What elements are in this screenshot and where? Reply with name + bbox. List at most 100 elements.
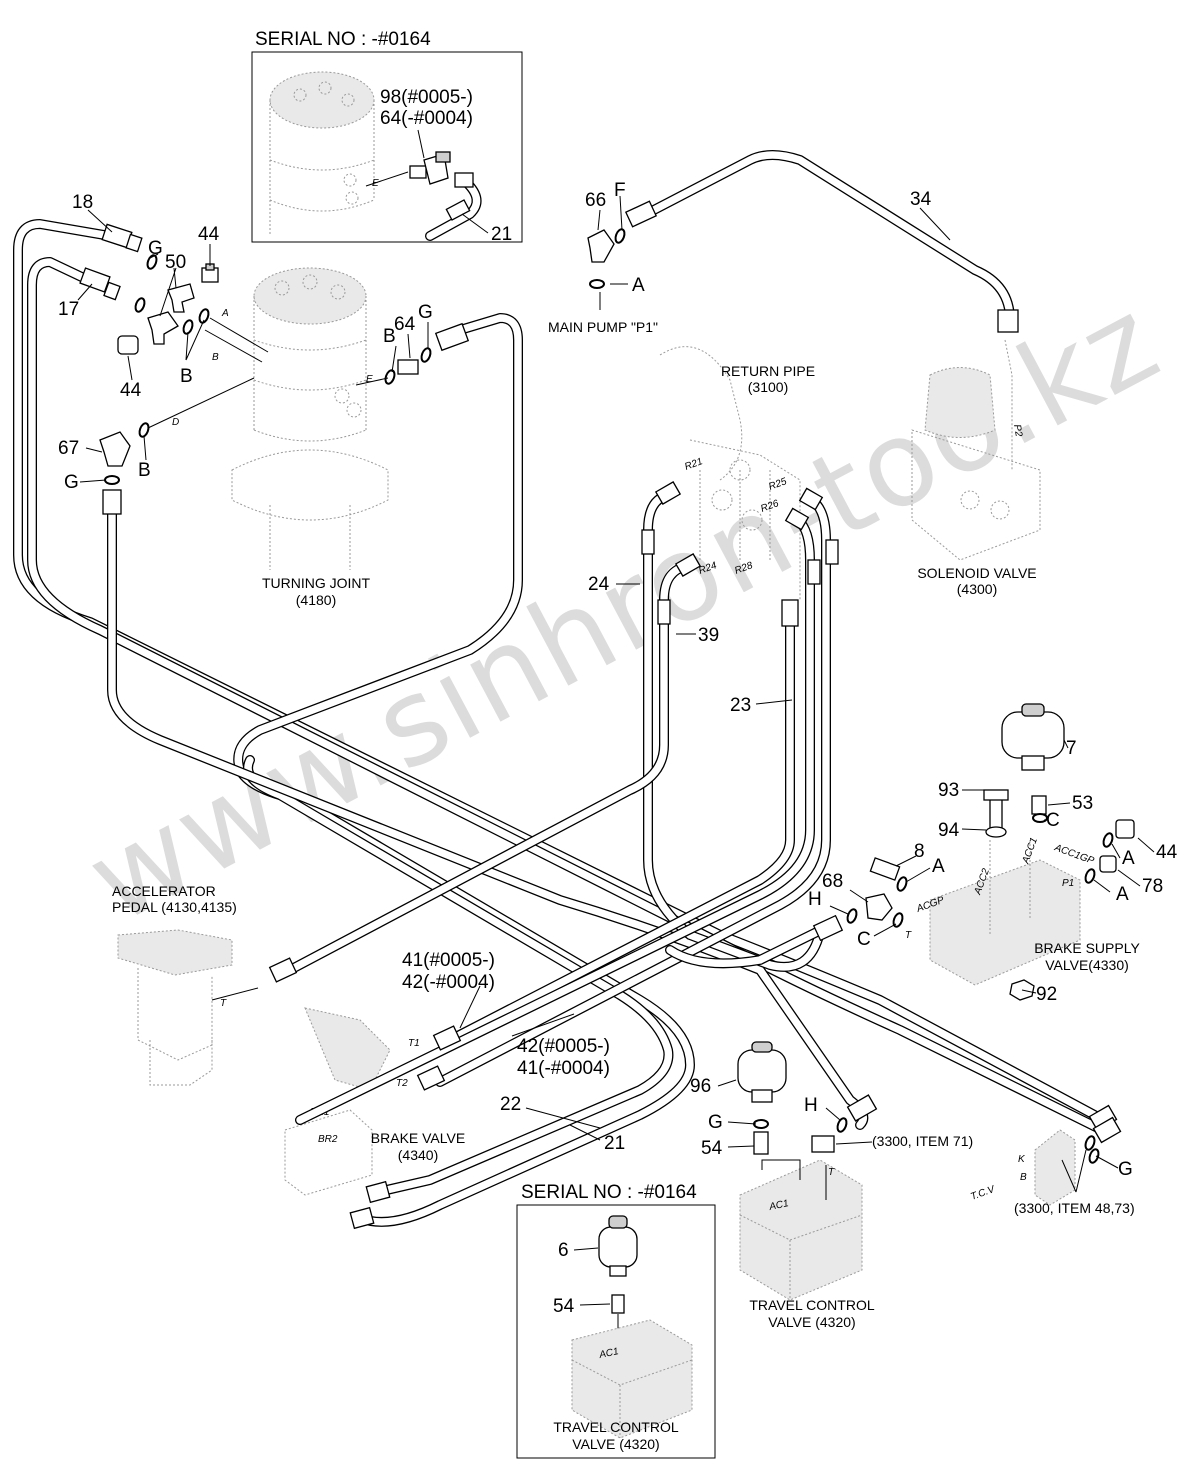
callout-67: 67 bbox=[58, 438, 79, 459]
inset-top-turning-joint-ghost bbox=[269, 71, 375, 235]
callout-42a: 42(-#0004) bbox=[402, 972, 495, 993]
port-p2: P2 bbox=[1011, 424, 1024, 438]
callout-39: 39 bbox=[698, 625, 719, 646]
callout-18: 18 bbox=[72, 192, 93, 213]
main-pump-label: MAIN PUMP "P1" bbox=[548, 319, 658, 335]
port-e-tj: E bbox=[366, 374, 373, 385]
port-3300-item71 bbox=[811, 1135, 835, 1153]
brake-valve-label-1: BRAKE VALVE bbox=[371, 1130, 465, 1146]
callout-34: 34 bbox=[910, 189, 932, 210]
callout-g2: G bbox=[418, 302, 433, 323]
port-b-tcv: B bbox=[1020, 1172, 1027, 1183]
callout-96: 96 bbox=[690, 1076, 711, 1097]
fitting-78 bbox=[1099, 855, 1117, 873]
callout-44-right: 44 bbox=[1156, 842, 1178, 863]
callout-g3: G bbox=[64, 472, 79, 493]
inset-top-hose-nut bbox=[454, 172, 474, 188]
port-t-bsv: T bbox=[905, 930, 912, 941]
callout-f: F bbox=[614, 180, 626, 201]
port-d-tj: D bbox=[172, 417, 179, 428]
port-r21: R21 bbox=[683, 456, 704, 473]
fitting-8 bbox=[869, 857, 901, 881]
inset-top-header: SERIAL NO : -#0164 bbox=[255, 29, 431, 50]
fitting-64 bbox=[397, 359, 419, 375]
callouts: 18 17 G 50 44 44 B B 64 G 67 G B 66 F 34… bbox=[58, 180, 1178, 1216]
callout-64: 64 bbox=[394, 314, 416, 335]
tcv-label-1: TRAVEL CONTROL bbox=[749, 1297, 874, 1313]
port-p1: P1 bbox=[1062, 878, 1074, 889]
elbow-68 bbox=[865, 893, 893, 921]
port-t2: T2 bbox=[396, 1078, 408, 1089]
inset-bottom-header: SERIAL NO : -#0164 bbox=[521, 1182, 697, 1203]
port-tcv: T.C.V bbox=[969, 1184, 997, 1203]
port-br2: BR2 bbox=[318, 1134, 338, 1145]
brake-valve-ghost bbox=[284, 1007, 391, 1196]
solenoid-valve-ghost bbox=[911, 339, 1041, 561]
callout-h2: H bbox=[804, 1095, 818, 1116]
callout-a1: A bbox=[632, 275, 645, 296]
fittings bbox=[79, 200, 1135, 1230]
tee-50a bbox=[167, 283, 195, 313]
callout-b1: B bbox=[180, 366, 193, 387]
brake-supply-valve-label-2: VALVE(4330) bbox=[1045, 957, 1129, 973]
solenoid-valve-label-2: (4300) bbox=[957, 581, 997, 597]
callout-24: 24 bbox=[588, 574, 610, 595]
callout-b3: B bbox=[138, 460, 151, 481]
port-t1: T1 bbox=[408, 1038, 420, 1049]
brake-supply-valve-ghost bbox=[929, 840, 1081, 986]
port-t-tcv: T bbox=[828, 1167, 835, 1178]
callout-50: 50 bbox=[165, 252, 186, 273]
brake-supply-valve-label-1: BRAKE SUPPLY bbox=[1034, 940, 1140, 956]
return-pipe-label-1: RETURN PIPE bbox=[721, 363, 815, 379]
inset-top-callout-64: 64(-#0004) bbox=[380, 108, 473, 129]
return-pipe-label-2: (3100) bbox=[748, 379, 788, 395]
accelerator-pedal-ghost bbox=[117, 929, 233, 1086]
inset-bottom-fitting-54 bbox=[611, 1294, 625, 1314]
inset-bottom-port-ac1: AC1 bbox=[597, 1346, 619, 1361]
callout-g1: G bbox=[148, 238, 163, 259]
callout-94: 94 bbox=[938, 820, 960, 841]
ref-3300-item71: (3300, ITEM 71) bbox=[872, 1133, 973, 1149]
callout-54: 54 bbox=[701, 1138, 723, 1159]
callout-22: 22 bbox=[500, 1094, 521, 1115]
port-a-tj: A bbox=[221, 308, 229, 319]
solenoid-valve-label-1: SOLENOID VALVE bbox=[917, 565, 1036, 581]
travel-control-valve-ghost: AC1 bbox=[739, 1159, 863, 1301]
turning-joint-label-1: TURNING JOINT bbox=[262, 575, 371, 591]
elbow-66 bbox=[587, 229, 615, 263]
callout-17: 17 bbox=[58, 299, 79, 320]
callout-23: 23 bbox=[730, 695, 751, 716]
fitting-54 bbox=[753, 1131, 769, 1155]
callout-41b: 41(-#0004) bbox=[517, 1058, 610, 1079]
inset-bottom-accumulator bbox=[598, 1215, 638, 1277]
accelerator-pedal-label-1: ACCELERATOR bbox=[112, 883, 216, 899]
callout-66: 66 bbox=[585, 190, 606, 211]
inset-bottom-tcv-label-2: VALVE (4320) bbox=[572, 1436, 659, 1452]
callout-a3: A bbox=[932, 856, 945, 877]
inset-top-port-e: E bbox=[372, 178, 379, 189]
inset-bottom-tcv-ghost: AC1 bbox=[571, 1319, 693, 1439]
callout-44-top: 44 bbox=[198, 224, 220, 245]
callout-c2: C bbox=[857, 929, 871, 950]
callout-53: 53 bbox=[1072, 793, 1093, 814]
o-rings bbox=[104, 228, 1114, 1164]
tee-50b bbox=[147, 311, 179, 345]
callout-78: 78 bbox=[1142, 876, 1163, 897]
turning-joint-label-2: (4180) bbox=[296, 592, 336, 608]
tcv-right-ghost bbox=[1034, 1129, 1076, 1206]
fitting-44-right bbox=[1115, 819, 1135, 839]
watermark: www.sinhron-too.kz bbox=[66, 270, 1180, 950]
callout-41a: 41(#0005-) bbox=[402, 950, 495, 971]
fitting-34-end bbox=[997, 309, 1019, 333]
callout-93: 93 bbox=[938, 780, 959, 801]
inset-top: SERIAL NO : -#0164 E 98(#0005-) 64(-#000… bbox=[251, 29, 523, 245]
inset-top-callout-98: 98(#0005-) bbox=[380, 87, 473, 108]
leader-lines bbox=[77, 195, 1155, 1193]
turning-joint-ghost bbox=[231, 267, 389, 570]
callout-b2: B bbox=[383, 326, 396, 347]
fitting-53 bbox=[1031, 795, 1047, 815]
inset-top-elbow-fitting bbox=[409, 151, 451, 185]
inset-top-frame bbox=[251, 51, 523, 243]
callout-a2: A bbox=[1122, 848, 1135, 869]
